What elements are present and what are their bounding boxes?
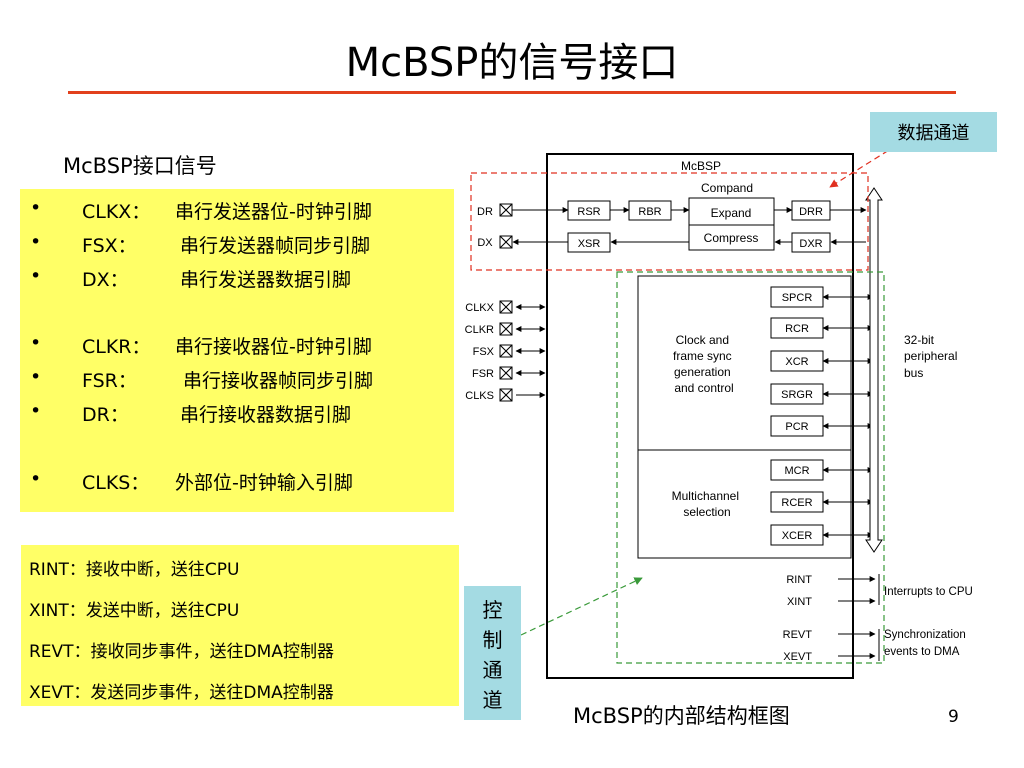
pin-clkx-icon	[499, 300, 513, 314]
compand-box	[688, 197, 775, 251]
rsr-label: RSR	[577, 206, 600, 218]
xevt-label: XEVT	[783, 651, 812, 663]
mcbsp-block-title: McBSP	[681, 159, 721, 173]
signal-list-box: •CLKX：串行发送器位-时钟引脚 •FSX：串行发送器帧同步引脚 •DX：串行…	[20, 189, 454, 512]
svg-text:SRGR: SRGR	[781, 389, 813, 401]
interrupt-item: RINT：接收中断，送往CPU	[29, 560, 240, 580]
page-number: 9	[948, 707, 959, 727]
page-title: McBSP的信号接口	[345, 40, 679, 86]
expand-label: Expand	[711, 206, 752, 220]
control-channel-pointer	[520, 577, 643, 636]
pin-fsx-label: FSX	[473, 346, 495, 358]
multichannel-registers: MCR RCER XCER	[770, 459, 874, 546]
rint-label: RINT	[786, 574, 812, 586]
pin-dr-label: DR	[477, 206, 493, 218]
pin-fsr-label: FSR	[472, 368, 494, 380]
xsr-register	[567, 232, 611, 253]
control-pins: CLKX CLKR FSX FSR CLKS	[465, 300, 546, 402]
pin-fsr-icon	[499, 366, 513, 380]
signals-subtitle: McBSP接口信号	[63, 154, 217, 178]
interrupt-item: REVT：接收同步事件，送往DMA控制器	[29, 642, 334, 662]
interrupt-list-box: RINT：接收中断，送往CPU XINT：发送中断，送往CPU REVT：接收同…	[21, 545, 459, 706]
xsr-label: XSR	[578, 238, 601, 250]
dxr-label: DXR	[799, 238, 822, 250]
sync-events-label: Synchronization events to DMA	[884, 629, 969, 658]
control-channel-tag: 控 制 通 道	[464, 586, 521, 720]
pin-dx-icon	[499, 235, 513, 249]
svg-text:RCER: RCER	[781, 497, 812, 509]
drr-label: DRR	[799, 206, 823, 218]
data-channel-tag: 数据通道	[870, 112, 997, 152]
clock-block-label: Clock and frame sync generation and cont…	[673, 333, 735, 395]
pin-fsx-icon	[499, 344, 513, 358]
interrupt-item: XEVT：发送同步事件，送往DMA控制器	[29, 683, 334, 703]
clock-registers: SPCR RCR XCR SRGR PCR	[770, 286, 874, 437]
svg-text:XCR: XCR	[785, 356, 808, 368]
svg-text:MCR: MCR	[784, 465, 809, 477]
bus-label: 32-bit peripheral bus	[904, 333, 961, 380]
pin-clkr-label: CLKR	[465, 324, 494, 336]
control-region	[637, 275, 852, 559]
svg-text:RCR: RCR	[785, 323, 809, 335]
pin-dr-icon	[499, 203, 513, 217]
title-divider	[68, 91, 956, 94]
interrupts-to-cpu-label: Interrupts to CPU	[884, 586, 973, 598]
diagram-caption: McBSP的内部结构框图	[573, 704, 790, 728]
rbr-label: RBR	[638, 206, 661, 218]
pin-dx-label: DX	[477, 237, 493, 249]
pin-clks-label: CLKS	[465, 390, 494, 402]
multichannel-block-label: Multichannel selection	[672, 489, 743, 519]
revt-label: REVT	[783, 629, 813, 641]
pin-clkr-icon	[499, 322, 513, 336]
mcbsp-block	[546, 153, 854, 679]
data-channel-highlight	[470, 172, 869, 271]
xint-label: XINT	[787, 596, 812, 608]
control-channel-highlight	[616, 271, 885, 664]
pin-clks-icon	[499, 388, 513, 402]
svg-text:XCER: XCER	[782, 530, 813, 542]
peripheral-bus-arrow	[865, 187, 883, 553]
svg-text:PCR: PCR	[785, 421, 808, 433]
dxr-register	[791, 232, 831, 253]
pin-clkx-label: CLKX	[465, 302, 494, 314]
interrupt-item: XINT：发送中断，送往CPU	[29, 601, 240, 621]
compress-label: Compress	[704, 231, 759, 245]
svg-text:SPCR: SPCR	[782, 292, 813, 304]
compand-label: Compand	[701, 181, 753, 195]
